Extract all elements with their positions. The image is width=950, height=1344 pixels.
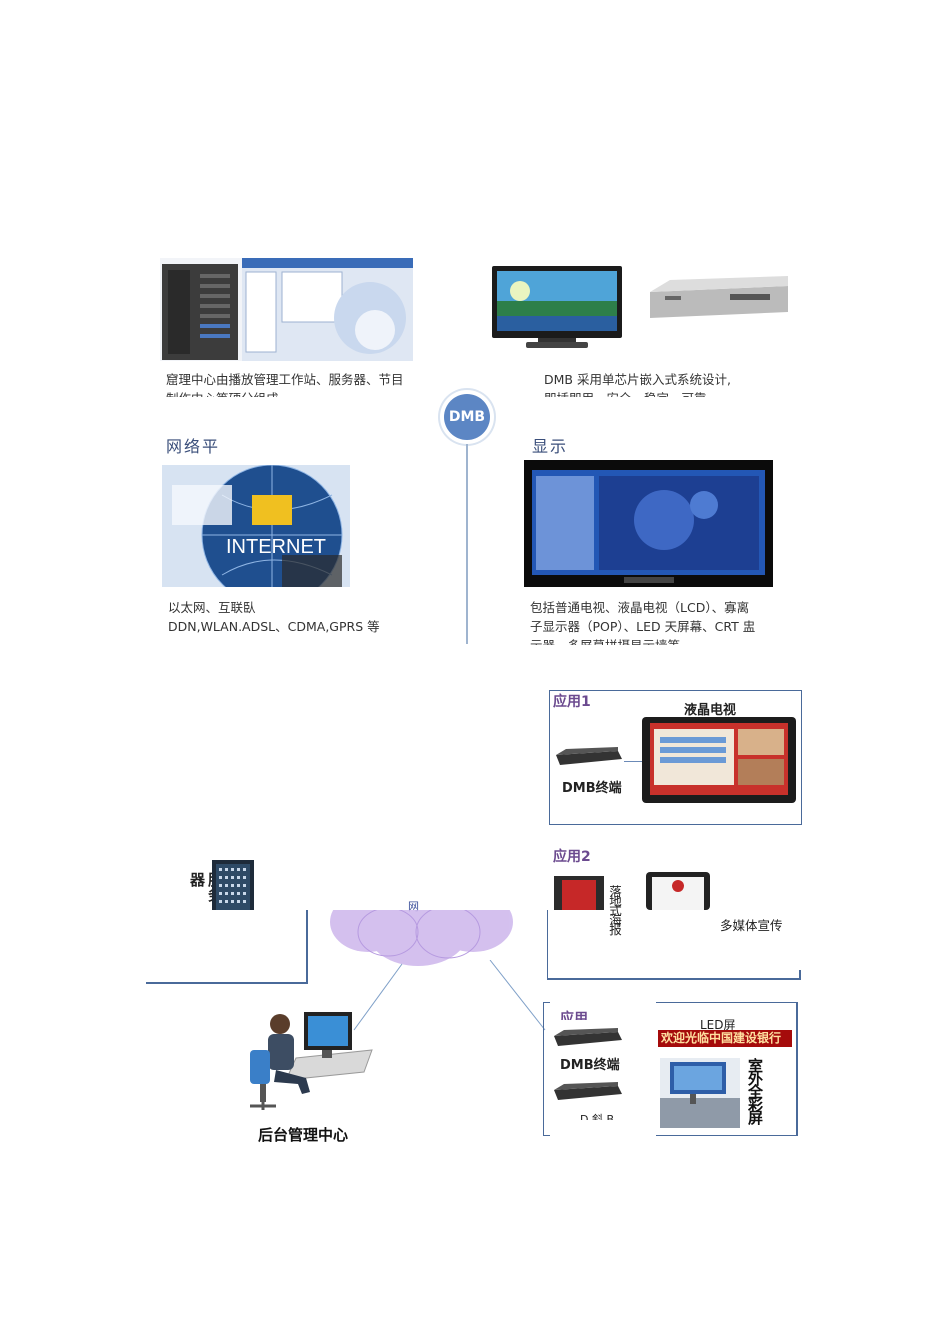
app3-right-panel bbox=[656, 1002, 798, 1136]
monitor-and-dmb-box-image bbox=[490, 266, 790, 352]
network-caption: 以太网、互联臥 DDN,WLAN.ADSL、CDMA,GPRS 等 bbox=[168, 600, 380, 634]
management-caption: 窟理中心由播放管理工作站、服务器、节目 制作中心等硬分组成 bbox=[166, 372, 404, 397]
server-rack-image bbox=[212, 860, 254, 910]
app3-terminal2-label: D 斜 B bbox=[580, 1113, 615, 1120]
internet-globe-image: INTERNET bbox=[162, 465, 350, 587]
app1-lcd-label: 液晶电视 bbox=[684, 703, 737, 718]
display-caption: 包括普通电视、液晶电视（LCD）、寡离 子显示器（POP）、LED 天屏幕、CR… bbox=[530, 600, 756, 645]
app2-title: 应用2 bbox=[553, 849, 591, 865]
dmb-caption: DMB 采用单芯片嵌入式系统设计, 即插即用、安全、稳定、可靠 bbox=[544, 372, 731, 397]
display-heading: 显示 bbox=[532, 437, 569, 456]
center-divider-line bbox=[466, 444, 468, 644]
application-1-panel: 应用1 液晶电视 DMB终端 bbox=[549, 690, 802, 825]
network-heading: 网络平 bbox=[166, 437, 221, 456]
app3-dmb-device-2 bbox=[554, 1082, 622, 1100]
app1-terminal-label: DMB终端 bbox=[562, 781, 622, 796]
internet-text: INTERNET bbox=[226, 536, 326, 558]
app2-panel-border bbox=[547, 910, 801, 980]
app2-icbc-screen-image bbox=[646, 872, 710, 910]
backend-label: 后台管理中心 bbox=[258, 1126, 349, 1144]
outdoor-screen-label: 室外全彩屏 bbox=[746, 1058, 764, 1123]
app1-connector bbox=[624, 761, 646, 762]
app2-poster-image bbox=[554, 876, 604, 910]
server-workstation-image bbox=[160, 258, 413, 361]
app2-media-label: 多媒体宣传 bbox=[720, 918, 783, 933]
outdoor-screen-image bbox=[660, 1058, 740, 1128]
app3-dmb-device bbox=[554, 1028, 622, 1046]
server-panel-border bbox=[146, 910, 308, 984]
led-banner: 欢迎光临中国建设银行 bbox=[658, 1030, 792, 1047]
dmb-software-screen-image bbox=[524, 460, 773, 587]
app3-title: 应用 bbox=[560, 1011, 588, 1020]
led-banner-text: 欢迎光临中国建设银行 bbox=[661, 1031, 782, 1045]
app1-dmb-device bbox=[556, 747, 622, 765]
network-cloud-image bbox=[330, 910, 513, 966]
dmb-badge-label: DMB bbox=[444, 394, 490, 440]
app1-title: 应用1 bbox=[553, 694, 591, 710]
app1-lcd-tv-image bbox=[642, 717, 796, 803]
cloud-label: 网 bbox=[408, 900, 419, 913]
dmb-badge: DMB bbox=[440, 390, 494, 444]
diagram-connectors bbox=[353, 960, 546, 1031]
led-label: LED屏 bbox=[700, 1018, 736, 1032]
app3-terminal-label: DMB终端 bbox=[560, 1058, 620, 1073]
app3-panel-border bbox=[543, 1002, 550, 1136]
app2-poster-label: 落地式海报 bbox=[607, 885, 622, 933]
backend-workstation-image bbox=[250, 1012, 373, 1110]
